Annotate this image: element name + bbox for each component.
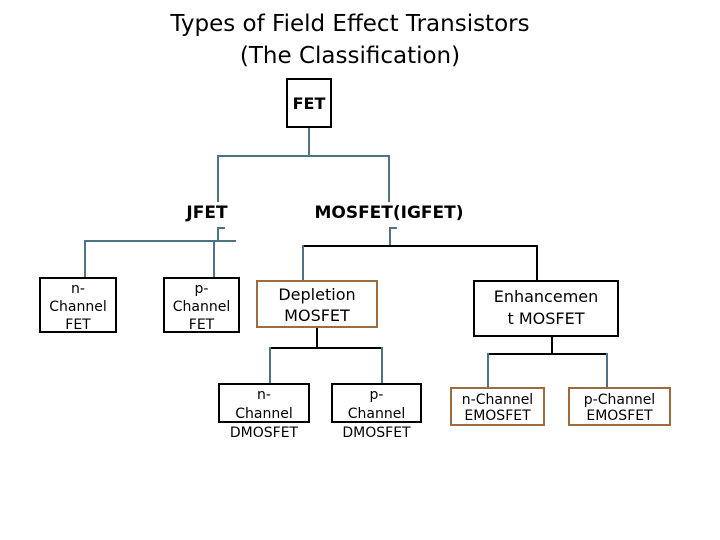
node-p-channel-fet: p- Channel FET	[163, 277, 240, 333]
node-depletion-line2: MOSFET	[284, 306, 350, 325]
label-jfet: JFET	[186, 203, 228, 223]
connector-mosfet-stem	[389, 227, 391, 247]
node-p-channel-emosfet: p-Channel EMOSFET	[568, 387, 671, 426]
node-n-channel-fet-line2: Channel	[49, 299, 107, 315]
connector-fet-stem	[308, 128, 310, 157]
connector-depletion-rail	[269, 347, 383, 349]
connector-enhancement-rail	[487, 353, 608, 355]
connector-enhancement-stem	[551, 337, 553, 355]
node-depletion-line1: Depletion	[278, 285, 356, 304]
title-line-1: Types of Field Effect Transistors	[170, 11, 530, 37]
title-line-2: (The Classification)	[239, 43, 461, 69]
connector-enhancement-drop-right	[606, 353, 608, 388]
connector-mosfet-hook	[389, 227, 397, 229]
node-fet-label: FET	[292, 93, 326, 113]
connector-depletion-stem	[316, 328, 318, 349]
connector-jfet-rail	[84, 240, 236, 242]
connector-mosfet-drop-right	[536, 245, 538, 280]
node-n-emosfet-line1: n-Channel	[461, 392, 534, 408]
connector-depletion-drop-left	[269, 347, 271, 383]
connector-fet-drop-left	[217, 155, 219, 202]
node-p-channel-fet-line3: FET	[188, 317, 215, 333]
label-mosfet: MOSFET(IGFET)	[314, 203, 464, 223]
node-p-channel-dmosfet: p- Channel DMOSFET	[331, 383, 422, 441]
node-n-channel-dmosfet: n- Channel DMOSFET	[218, 383, 310, 441]
node-enhancement-line1: Enhancemen	[493, 287, 599, 306]
connector-jfet-drop-right	[213, 240, 215, 277]
node-enhancement-line2: t MOSFET	[507, 309, 585, 328]
node-n-dmosfet-line1: n-	[257, 387, 271, 403]
slide-title: Types of Field Effect Transistors (The C…	[0, 8, 700, 72]
node-depletion-mosfet: Depletion MOSFET	[256, 280, 378, 328]
node-n-dmosfet-line2: Channel	[235, 406, 293, 422]
node-p-emosfet-line2: EMOSFET	[586, 408, 653, 424]
node-n-emosfet-line2: EMOSFET	[464, 408, 531, 424]
node-p-dmosfet-line2: Channel	[347, 406, 406, 422]
connector-jfet-drop-left	[84, 240, 86, 277]
node-fet: FET	[286, 78, 332, 128]
connector-mosfet-rail	[302, 245, 538, 247]
node-n-dmosfet-line3: DMOSFET	[229, 425, 299, 441]
node-p-dmosfet-line3: DMOSFET	[342, 425, 411, 441]
connector-jfet-hook	[217, 227, 225, 229]
connector-depletion-drop-right	[381, 347, 383, 383]
node-p-dmosfet-line1: p-	[369, 387, 384, 403]
connector-jfet-stem	[217, 227, 219, 242]
node-n-channel-fet-line3: FET	[65, 317, 91, 333]
node-p-channel-fet-line1: p-	[194, 281, 209, 297]
node-p-emosfet-line1: p-Channel	[583, 392, 656, 408]
connector-fet-rail	[217, 155, 390, 157]
node-n-channel-fet-line1: n-	[71, 281, 85, 297]
node-n-channel-fet: n- Channel FET	[39, 277, 117, 333]
node-n-channel-emosfet: n-Channel EMOSFET	[450, 387, 545, 426]
connector-mosfet-drop-left	[302, 245, 304, 280]
connector-fet-drop-right	[388, 155, 390, 202]
node-p-channel-fet-line2: Channel	[172, 299, 231, 315]
node-enhancement-mosfet: Enhancemen t MOSFET	[473, 280, 619, 337]
connector-enhancement-drop-left	[487, 353, 489, 388]
